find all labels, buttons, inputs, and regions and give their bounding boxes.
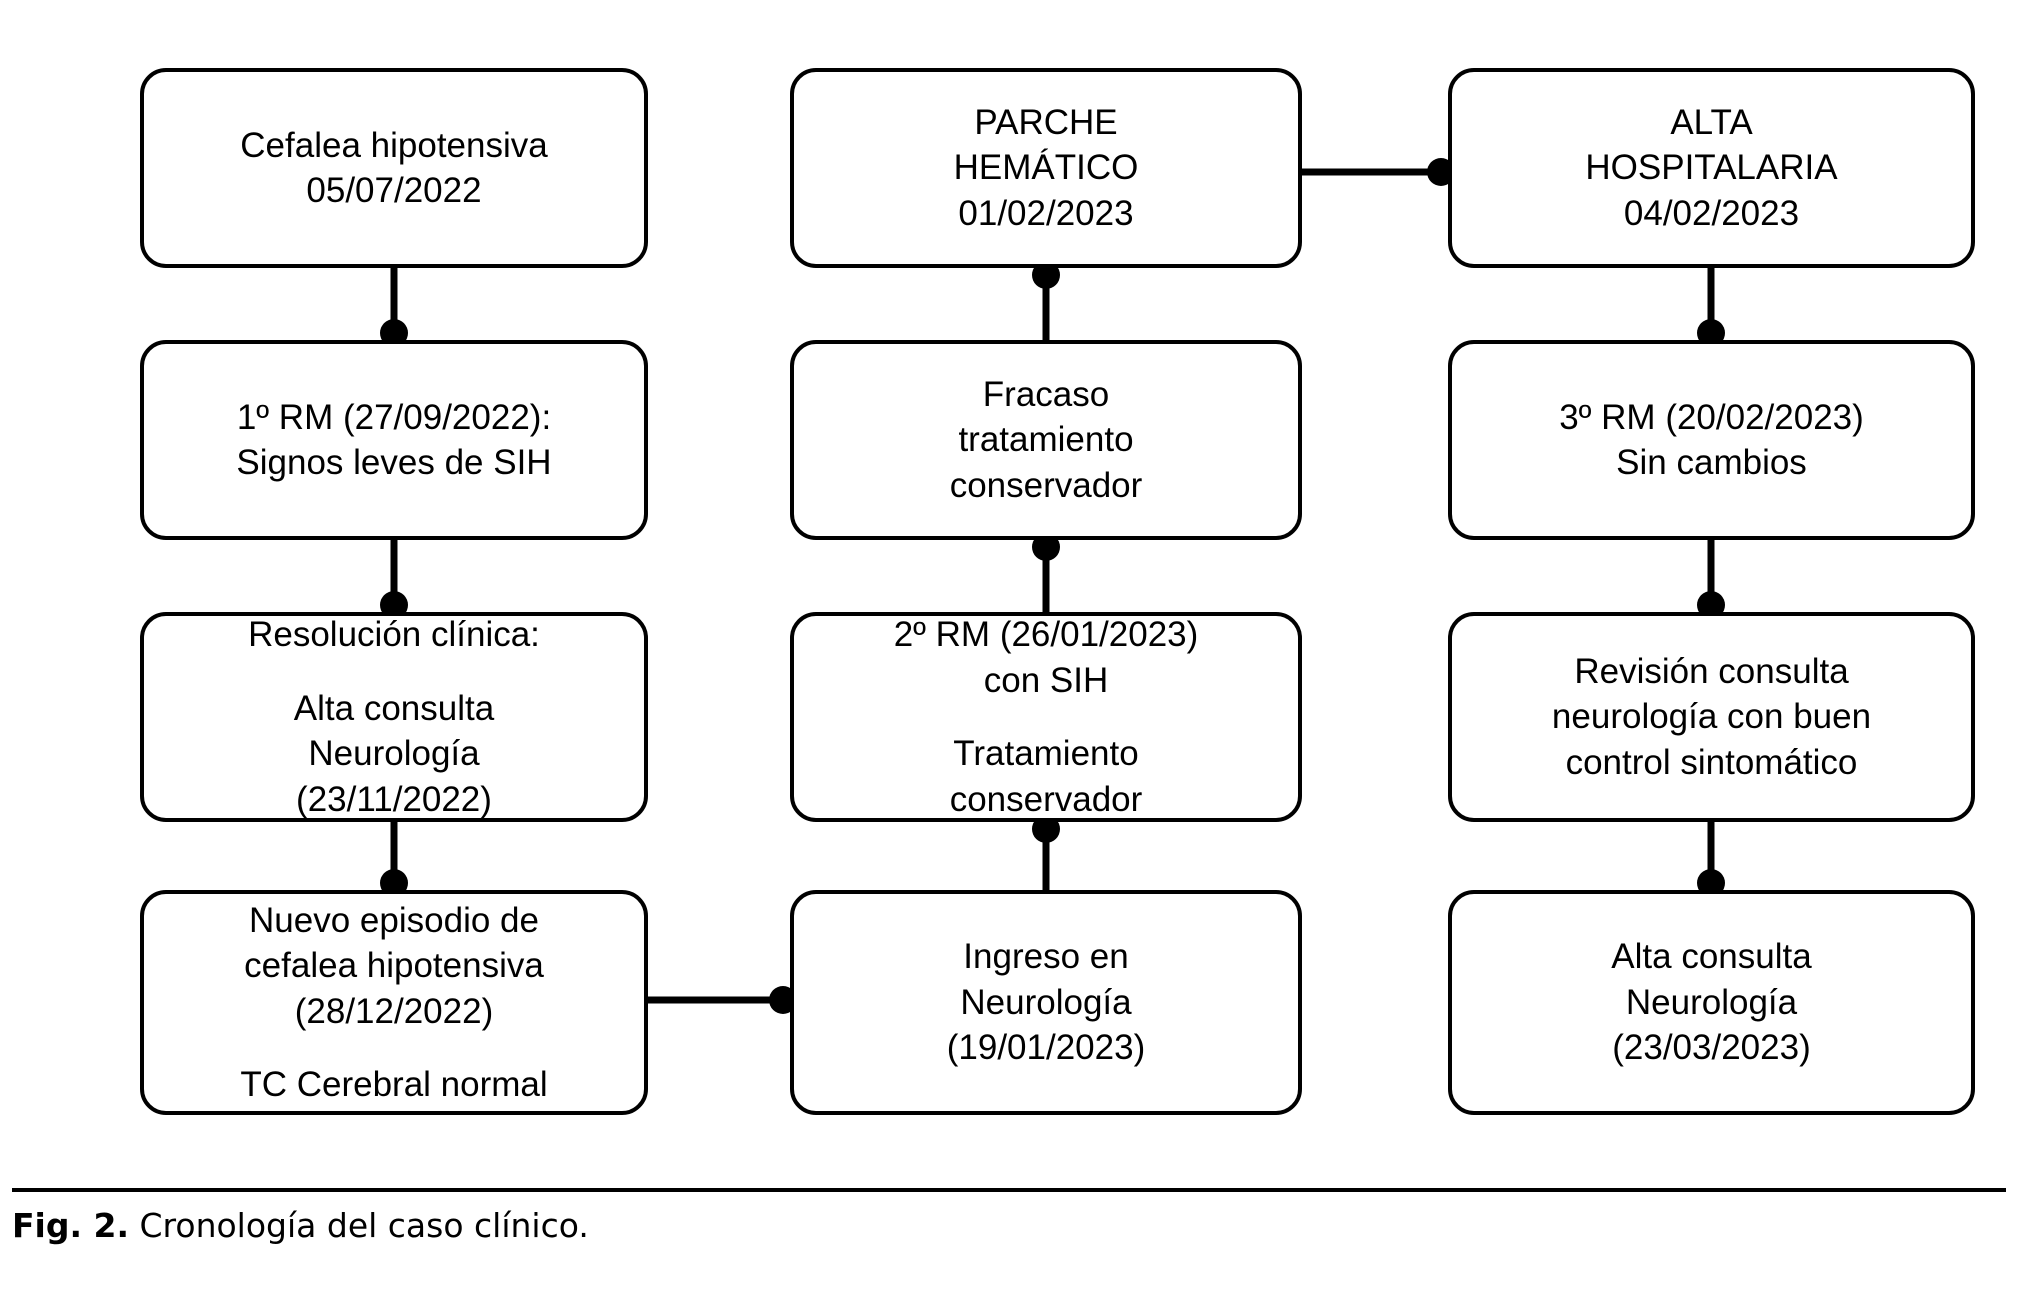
node-line: Tratamiento	[953, 734, 1139, 773]
edge-n7-to-n6	[1032, 533, 1060, 612]
node-line: Resolución clínica:	[248, 615, 540, 654]
node-line: Neurología	[308, 734, 480, 773]
node-line: Sin cambios	[1616, 443, 1807, 482]
node-tercera-rm[interactable]: 3º RM (20/02/2023) Sin cambios	[1448, 340, 1975, 540]
node-line: Nuevo episodio de	[249, 900, 539, 940]
node-line: ALTA	[1670, 102, 1753, 142]
node-line: Alta consulta	[1611, 937, 1812, 977]
node-line: Signos leves de SIH	[236, 443, 552, 482]
node-line: HOSPITALARIA	[1585, 148, 1838, 188]
figure-caption-text: Cronología del caso clínico.	[139, 1206, 589, 1245]
node-line: con SIH	[983, 660, 1109, 700]
node-line: conservador	[949, 465, 1143, 505]
node-alta-consulta-neurologia[interactable]: Alta consulta Neurología (23/03/2023)	[1448, 890, 1975, 1115]
node-line: Revisión consulta	[1574, 651, 1849, 691]
node-line: control sintomático	[1565, 742, 1858, 782]
node-line: Cefalea hipotensiva	[240, 125, 548, 165]
figure-caption: Fig. 2. Cronología del caso clínico.	[12, 1205, 1712, 1246]
node-cefalea-hipotensiva[interactable]: Cefalea hipotensiva 05/07/2022	[140, 68, 648, 268]
node-line: TC Cerebral normal	[240, 1065, 548, 1104]
node-segunda-rm[interactable]: 2º RM (26/01/2023) con SIH Tratamiento c…	[790, 612, 1302, 822]
node-line-group: Nuevo episodio de cefalea hipotensiva (2…	[244, 898, 544, 1035]
node-line: PARCHE	[974, 102, 1118, 142]
node-line: Neurología	[960, 982, 1132, 1022]
edge-n8-to-n7	[1032, 815, 1060, 890]
node-parche-hematico[interactable]: PARCHE HEMÁTICO 01/02/2023	[790, 68, 1302, 268]
edge-n5-to-n9	[1302, 158, 1455, 186]
figure-caption-label: Fig. 2.	[12, 1206, 129, 1245]
node-line: 3º RM (20/02/2023)	[1559, 397, 1864, 437]
node-line: 01/02/2023	[958, 193, 1134, 233]
node-line: conservador	[949, 779, 1143, 819]
node-line: 2º RM (26/01/2023)	[893, 615, 1199, 654]
node-fracaso-tratamiento-conservador[interactable]: Fracaso tratamiento conservador	[790, 340, 1302, 540]
node-resolucion-clinica[interactable]: Resolución clínica: Alta consulta Neurol…	[140, 612, 648, 822]
node-ingreso-neurologia[interactable]: Ingreso en Neurología (19/01/2023)	[790, 890, 1302, 1115]
edge-n4-to-n8	[648, 986, 797, 1014]
node-revision-consulta-neurologia[interactable]: Revisión consulta neurología con buen co…	[1448, 612, 1975, 822]
node-primera-rm[interactable]: 1º RM (27/09/2022): Signos leves de SIH	[140, 340, 648, 540]
node-line: 05/07/2022	[306, 171, 482, 210]
node-line: Ingreso en	[963, 937, 1129, 977]
node-line: 04/02/2023	[1623, 193, 1800, 233]
node-line: (28/12/2022)	[294, 991, 494, 1031]
node-line: 1º RM (27/09/2022):	[236, 397, 552, 437]
node-line: Neurología	[1625, 982, 1798, 1022]
edge-n3-to-n4	[380, 822, 408, 897]
node-nuevo-episodio-cefalea[interactable]: Nuevo episodio de cefalea hipotensiva (2…	[140, 890, 648, 1115]
node-line-group: 2º RM (26/01/2023) con SIH	[894, 612, 1199, 703]
node-line: Fracaso	[982, 374, 1110, 414]
node-line: tratamiento	[958, 420, 1134, 460]
node-line: (23/03/2023)	[1612, 1028, 1811, 1068]
caption-divider	[12, 1188, 2006, 1192]
node-line-group: Tratamiento conservador	[950, 731, 1143, 822]
node-line: Alta consulta	[293, 688, 495, 728]
edge-n6-to-n5	[1032, 261, 1060, 340]
node-alta-hospitalaria[interactable]: ALTA HOSPITALARIA 04/02/2023	[1448, 68, 1975, 268]
node-line: neurología con buen	[1551, 697, 1872, 737]
edge-n10-to-n11	[1697, 540, 1725, 619]
node-line: (23/11/2022)	[296, 779, 492, 819]
edge-n11-to-n12	[1697, 822, 1725, 897]
node-line: cefalea hipotensiva	[244, 946, 544, 985]
node-line: (19/01/2023)	[946, 1028, 1146, 1068]
node-line-group: Alta consulta Neurología (23/11/2022)	[294, 686, 494, 823]
edge-n1-to-n2	[380, 268, 408, 347]
edge-n9-to-n10	[1697, 268, 1725, 347]
node-line: HEMÁTICO	[953, 148, 1139, 188]
edge-n2-to-n3	[380, 540, 408, 619]
